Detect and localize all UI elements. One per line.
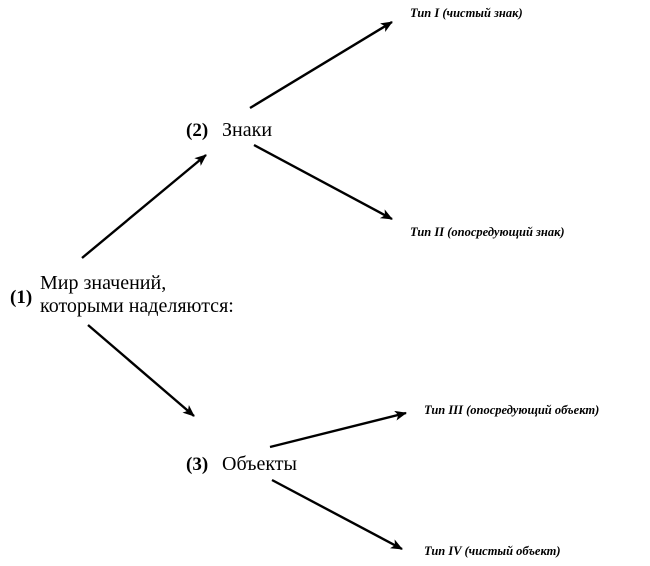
arrow-objects-to-type3 [269, 410, 407, 449]
arrow-signs-to-type1 [249, 20, 393, 110]
root-label-line2: которыми наделяются: [40, 295, 234, 317]
root-number: (1) [10, 287, 33, 308]
root-label-line1: Мир значений, [40, 272, 167, 294]
root-label: Мир значений, которыми наделяются: [40, 272, 234, 318]
signs-number: (2) [186, 120, 209, 141]
arrow-root-to-objects [87, 324, 195, 417]
objects-label: Объекты [222, 453, 297, 475]
arrow-root-to-signs [81, 154, 207, 259]
arrow-objects-to-type4 [271, 478, 403, 551]
type2-label: Тип II (опосредующий знак) [410, 225, 565, 239]
arrow-signs-to-type2 [253, 143, 393, 221]
type4-label: Тип IV (чистый объект) [424, 544, 561, 558]
signs-label: Знаки [222, 119, 273, 141]
objects-number: (3) [186, 454, 209, 475]
type1-label: Тип I (чистый знак) [410, 6, 523, 20]
type3-label: Тип III (опосредующий объект) [424, 403, 600, 417]
